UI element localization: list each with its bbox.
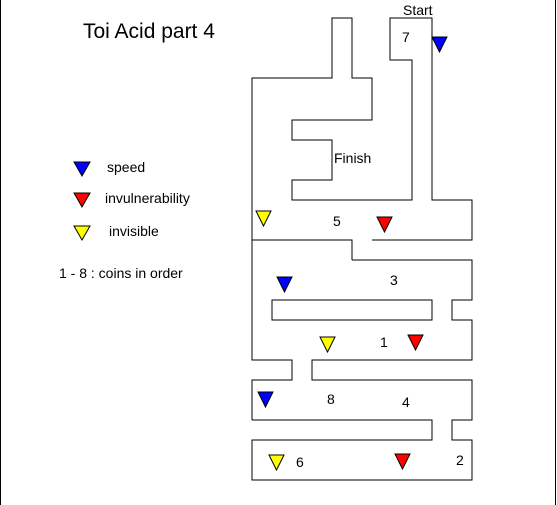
coin-7: 7: [402, 29, 410, 45]
invulnerability-icon: [394, 453, 411, 471]
start-label: Start: [403, 2, 433, 18]
finish-label: Finish: [334, 150, 372, 166]
invulnerability-icon: [73, 192, 91, 209]
coin-4: 4: [402, 394, 410, 410]
coin-8: 8: [327, 391, 335, 407]
speed-icon: [431, 36, 448, 54]
speed-icon: [257, 391, 274, 409]
legend-invulnerability: invulnerability: [105, 190, 190, 206]
legend-speed: speed: [107, 159, 146, 175]
invisible-icon: [319, 336, 336, 354]
coin-2: 2: [456, 452, 464, 468]
invulnerability-icon: [407, 334, 424, 352]
coin-3: 3: [390, 272, 398, 288]
legend-invisible: invisible: [109, 223, 159, 239]
coin-1: 1: [380, 334, 388, 350]
coin-6: 6: [296, 454, 304, 470]
legend-coins-note: 1 - 8 : coins in order: [59, 265, 183, 281]
invulnerability-icon: [376, 216, 393, 234]
invisible-icon: [268, 454, 285, 472]
speed-icon: [276, 276, 293, 294]
page-title: Toi Acid part 4: [83, 20, 215, 43]
invisible-icon: [73, 225, 91, 242]
invisible-icon: [255, 210, 272, 228]
coin-5: 5: [333, 213, 341, 229]
speed-icon: [73, 161, 91, 178]
